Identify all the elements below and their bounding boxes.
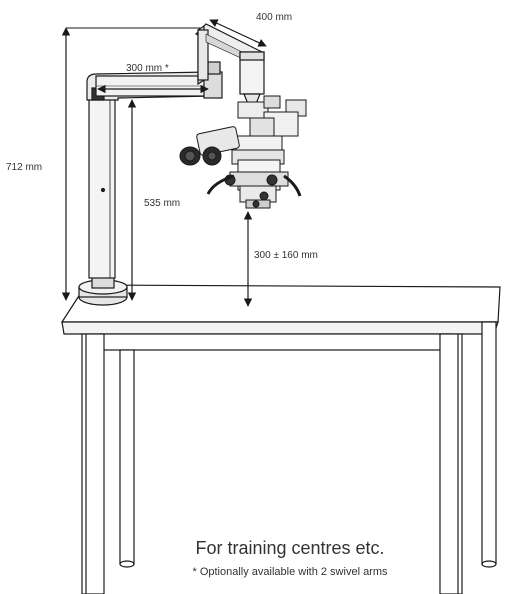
table-leg-front-right [439, 333, 463, 594]
stand-column [88, 95, 116, 279]
label-upper-arm: 400 mm [256, 12, 292, 23]
table-apron [99, 333, 451, 351]
table [60, 284, 501, 594]
label-total-height: 712 mm [6, 162, 42, 173]
table-leg-back-right [481, 321, 497, 565]
caption-footnote: * Optionally available with 2 swivel arm… [192, 566, 388, 578]
eyepieces [179, 126, 240, 166]
label-column-height: 535 mm [144, 198, 180, 209]
dim-line-upper-arm [209, 19, 267, 47]
label-lower-arm: 300 mm * [126, 63, 169, 74]
table-leg-front-left [81, 333, 105, 594]
label-working-distance: 300 ± 160 mm [254, 250, 318, 261]
caption-title: For training centres etc. [195, 538, 385, 558]
handle-right [283, 174, 302, 197]
microscope-head [179, 95, 307, 209]
table-top-edge [61, 321, 499, 335]
table-top [60, 284, 501, 323]
handle-left [206, 174, 235, 195]
table-leg-back-left [119, 349, 135, 565]
dimension-lines [61, 19, 267, 307]
